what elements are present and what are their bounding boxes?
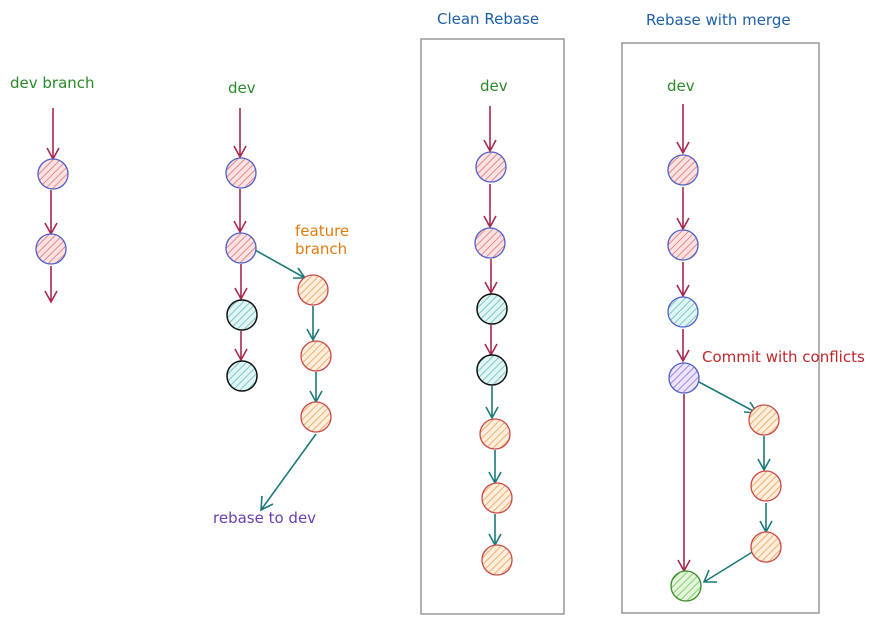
panel3-dev-label: dev xyxy=(480,77,508,95)
panel4-dev-arrow-3 xyxy=(676,262,690,298)
panel4-feature-arrow-1 xyxy=(757,436,771,472)
clean-rebase-title: Clean Rebase xyxy=(437,10,539,28)
panel1-arrow-2 xyxy=(44,190,58,236)
panel3-commit-5 xyxy=(479,418,511,450)
panel4-dev-label: dev xyxy=(667,77,695,95)
panel2-dev-label: dev xyxy=(228,79,256,97)
panel3-commit-2 xyxy=(474,227,506,259)
panel4-dev-arrow-4 xyxy=(676,329,690,363)
panel4-feature-commit-2 xyxy=(750,470,782,502)
clean-rebase-frame xyxy=(420,38,565,615)
panel2-feature-arrow-1 xyxy=(306,306,320,342)
rebase-merge-frame xyxy=(621,42,820,614)
panel4-merge-commit xyxy=(670,570,702,602)
panel1-arrows xyxy=(44,108,60,304)
rebase-merge-title: Rebase with merge xyxy=(646,11,791,29)
commit-with-conflicts-label: Commit with conflicts xyxy=(702,348,865,366)
panel3-feature-arrow-3 xyxy=(488,514,502,547)
panel2-dev-commit-1 xyxy=(225,157,257,189)
panel2-feature-commit-2 xyxy=(300,340,332,372)
panel3-commit-6 xyxy=(481,482,513,514)
panel2-dev-arrows xyxy=(233,108,248,362)
panel4-commit-2 xyxy=(667,229,699,261)
panel4-feature-commit-1 xyxy=(748,404,780,436)
panel2-dev-arrow-2 xyxy=(233,189,247,234)
panel2-feature-commit-1 xyxy=(297,274,329,306)
panel3-dev-arrow-4 xyxy=(484,325,498,357)
panel3-commit-1 xyxy=(475,151,507,183)
panel4-commit-1 xyxy=(667,154,699,186)
panel4-dev-arrow-1 xyxy=(676,104,690,155)
panel2-dev-commit-3 xyxy=(226,299,258,331)
panel3-feature-arrow-2 xyxy=(488,450,502,485)
panel4-feature-arrow-2 xyxy=(759,503,773,534)
panel2-dev-arrow-4 xyxy=(234,331,248,362)
panel4-merge-back-arrow xyxy=(702,550,755,583)
feature-branch-label-line2: branch xyxy=(295,240,347,258)
panel3-feature-arrows xyxy=(485,386,502,547)
panel2-dev-arrow-3 xyxy=(234,264,248,301)
panel4-branch-arrow xyxy=(698,381,759,414)
panel1-arrow-3 xyxy=(44,266,58,304)
panel3-feature-arrow-1 xyxy=(485,386,499,420)
panel2-dev-commit-4 xyxy=(226,360,258,392)
panel2-feature-arrow-2 xyxy=(309,372,323,404)
panel2-dev-arrow-1 xyxy=(233,108,247,159)
dev-branch-label: dev branch xyxy=(10,74,95,92)
panel4-commit-3 xyxy=(667,296,699,328)
panel4-feature-commit-3 xyxy=(750,531,782,563)
panel1-commit-2 xyxy=(35,233,67,265)
panel2-rebase-arrow xyxy=(260,433,317,512)
panel4-merge-arrow xyxy=(677,394,691,573)
panel1-commit-1 xyxy=(37,158,69,190)
panel3-commit-4 xyxy=(476,354,508,386)
panel3-commit-7 xyxy=(481,544,513,576)
panel4-conflict-commit xyxy=(668,362,700,394)
panel3-commit-3 xyxy=(476,293,508,325)
panel4-feature-arrows xyxy=(698,381,773,583)
panel3-dev-arrow-2 xyxy=(483,184,497,229)
panel4-dev-arrow-2 xyxy=(676,187,690,231)
panel2-feature-commit-3 xyxy=(300,401,332,433)
panel2-dev-commit-2 xyxy=(225,232,257,264)
panel1-arrow-1 xyxy=(46,108,60,161)
panel3-dev-arrow-1 xyxy=(483,106,497,153)
panel3-dev-arrows xyxy=(483,106,498,357)
feature-branch-label-line1: feature xyxy=(295,222,349,240)
panel3-dev-arrow-3 xyxy=(484,259,498,295)
rebase-to-dev-label: rebase to dev xyxy=(213,509,316,527)
